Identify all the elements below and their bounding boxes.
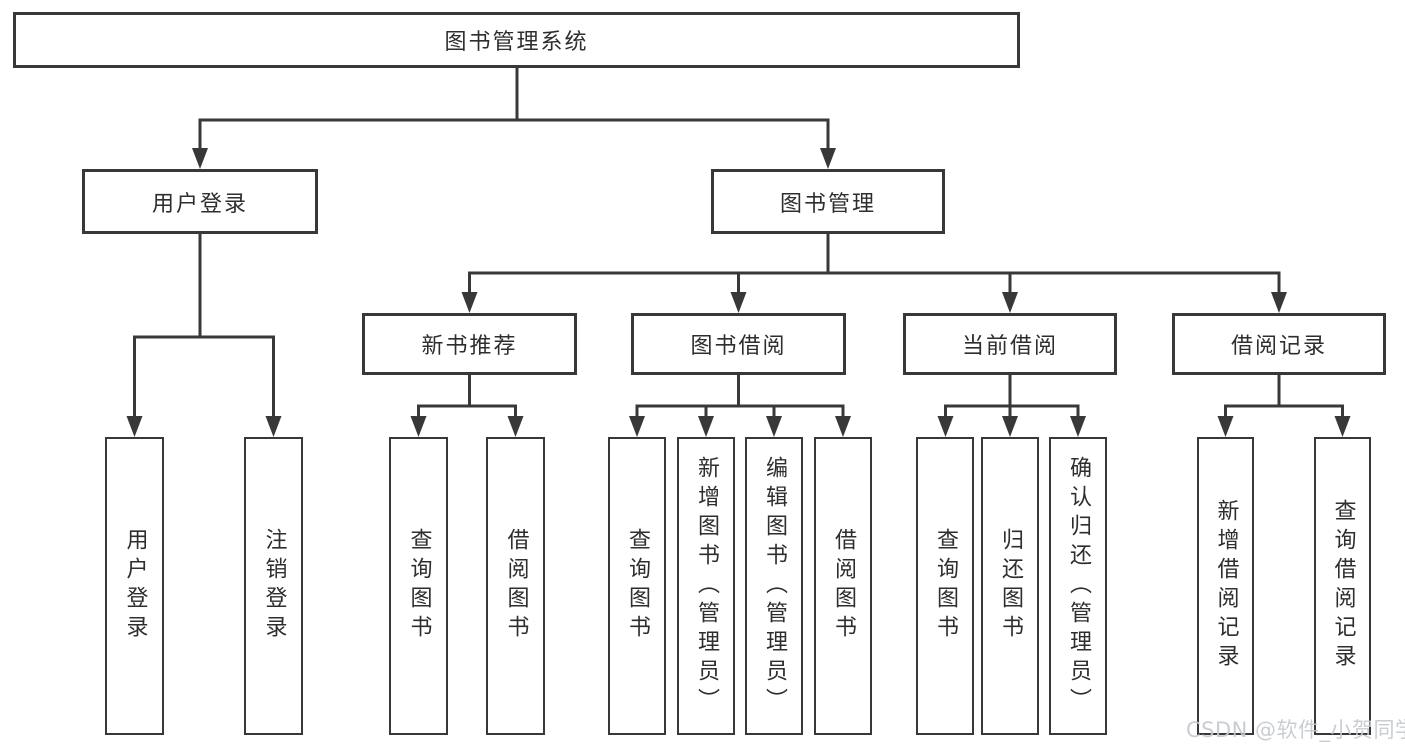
node-borrow-records: 借阅记录 [1172,313,1386,375]
leaf-add-book-admin: 新增图书（管理员） [677,437,735,735]
node-book-borrow: 图书借阅 [631,313,846,375]
leaf-current-query-books: 查询图书 [916,437,974,735]
node-user-login: 用户登录 [82,169,318,234]
leaf-user-login: 用户登录 [105,437,164,735]
node-book-management: 图书管理 [711,169,945,234]
node-new-book-recommend: 新书推荐 [362,313,577,375]
leaf-borrow-query-books: 查询图书 [608,437,666,735]
leaf-edit-book-admin: 编辑图书（管理员） [745,437,803,735]
leaf-recommend-query-books: 查询图书 [389,437,448,735]
leaf-return-books: 归还图书 [981,437,1039,735]
leaf-borrow-books: 借阅图书 [814,437,872,735]
node-current-borrow: 当前借阅 [903,313,1117,375]
leaf-recommend-borrow-books: 借阅图书 [486,437,545,735]
leaf-confirm-return-admin: 确认归还（管理员） [1049,437,1107,735]
watermark: CSDN @软件_小贺同学 [1186,718,1405,742]
node-library-management-system: 图书管理系统 [13,12,1020,68]
leaf-query-borrow-record: 查询借阅记录 [1314,437,1371,735]
leaf-logout: 注销登录 [244,437,303,735]
leaf-add-borrow-record: 新增借阅记录 [1197,437,1254,735]
